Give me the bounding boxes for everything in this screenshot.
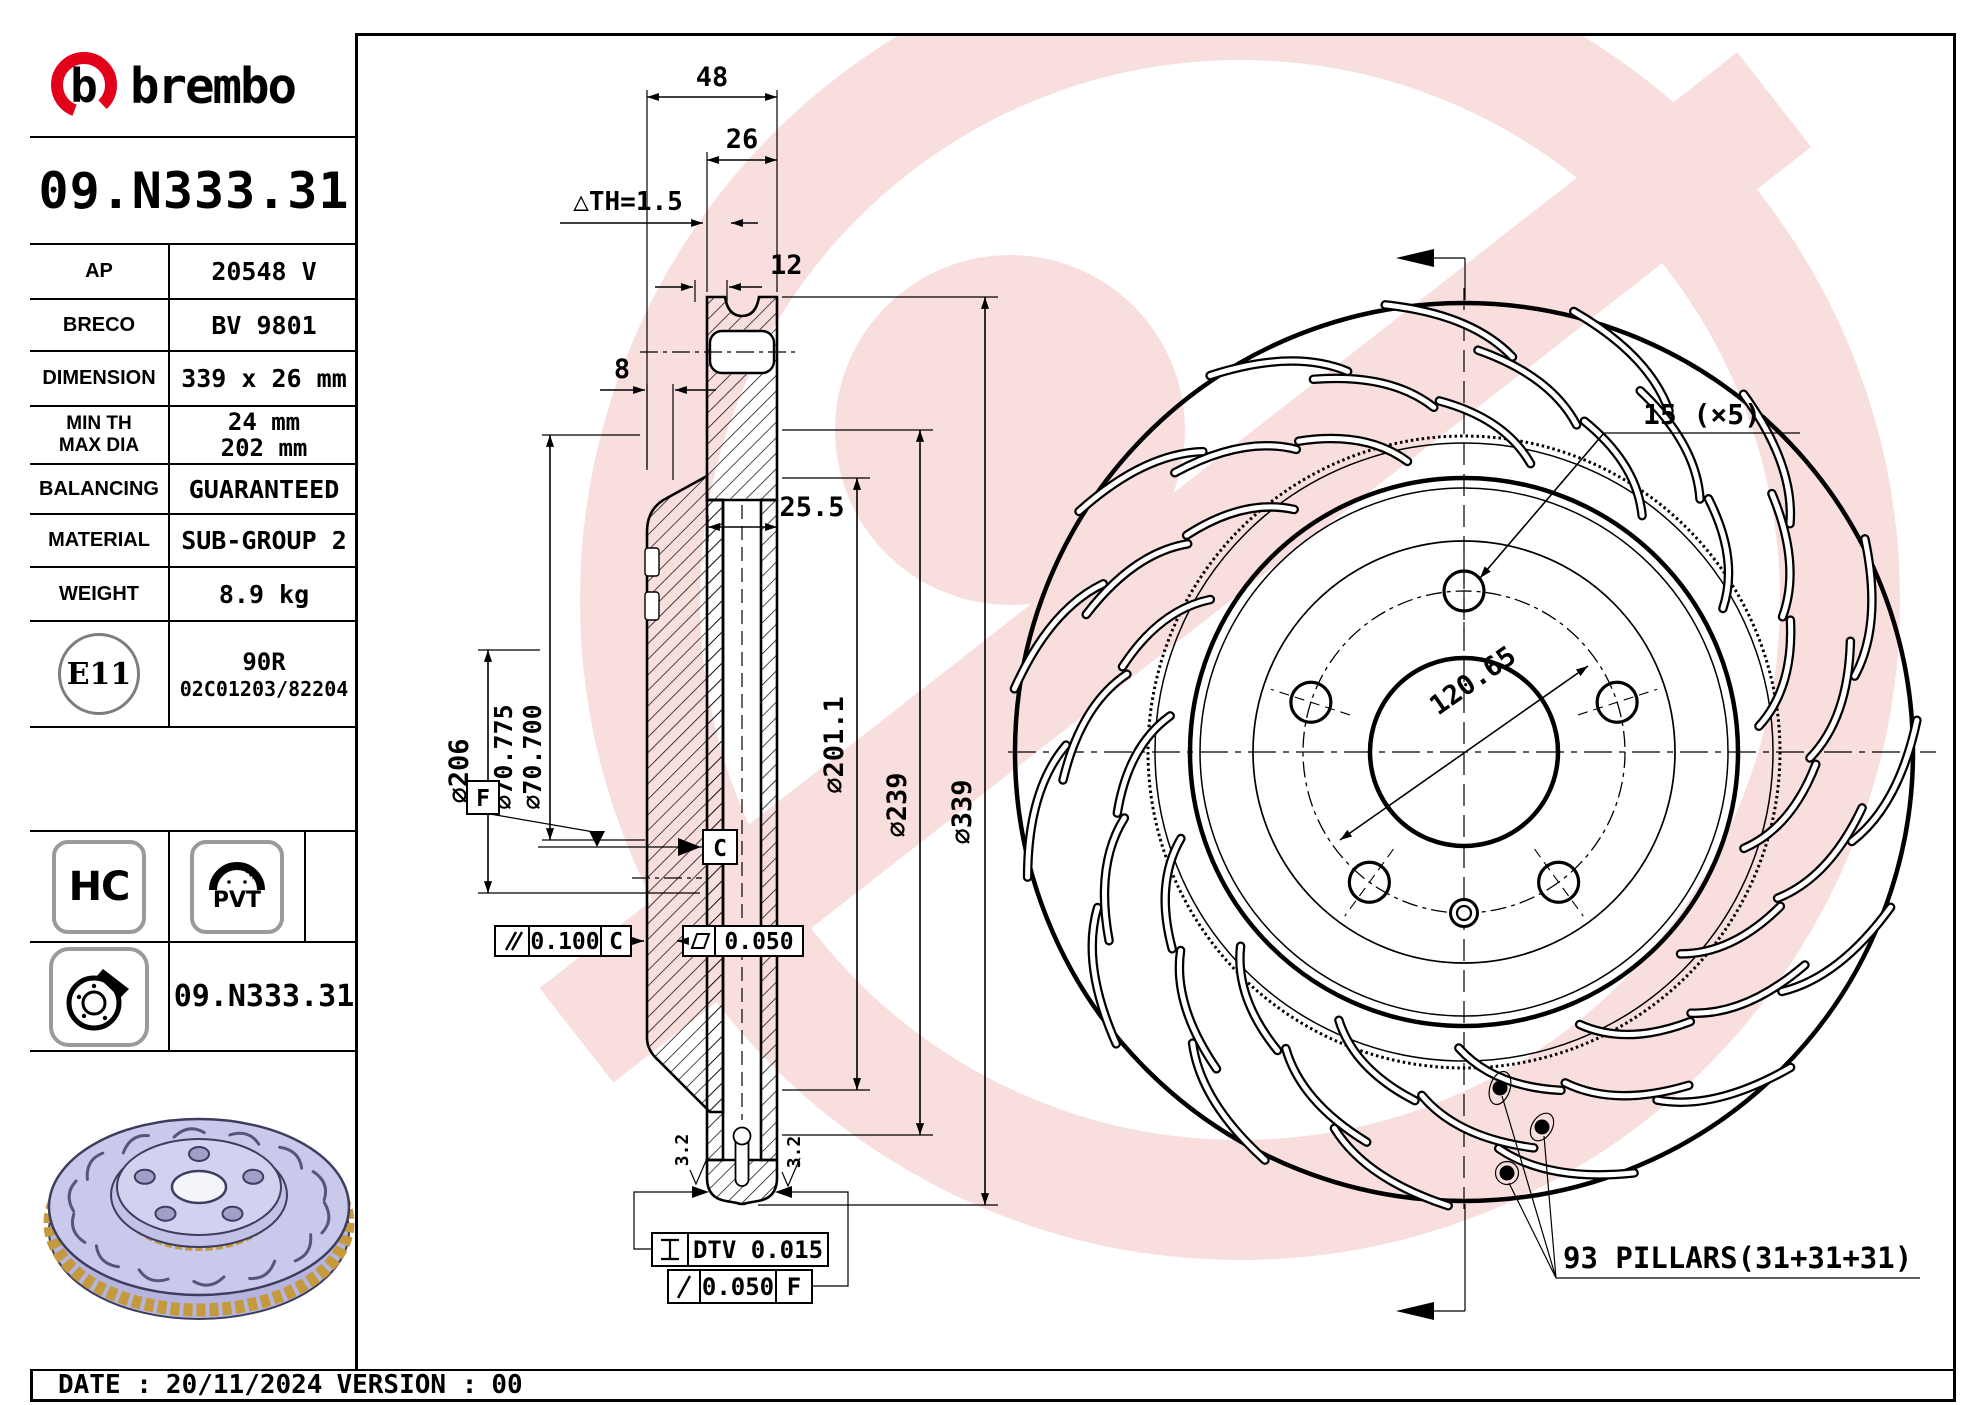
- surface-finish-right: 3.2: [781, 1136, 805, 1188]
- flatness-value: 0.050: [724, 929, 793, 955]
- surface-finish-left: 3.2: [672, 1134, 709, 1186]
- dim-dia339: ∅339: [947, 779, 978, 844]
- rotation-arrow-bottom: [1396, 1204, 1466, 1320]
- homologation-line1: 90R: [242, 647, 286, 676]
- row-balancing-label: BALANCING: [39, 477, 159, 500]
- svg-text:b: b: [70, 59, 98, 113]
- row-balancing-value: GUARANTEED: [188, 474, 340, 504]
- brand-header: b brembo: [30, 33, 358, 138]
- hc-badge-icon: HC: [52, 839, 146, 934]
- datum-f-label: F: [476, 786, 490, 812]
- surface-left-value: 3.2: [672, 1134, 693, 1167]
- row-maxdia-value: 202 mm: [220, 434, 308, 462]
- bolt-hole-label: 15 (×5): [1643, 398, 1761, 431]
- dtv-icon: [661, 1238, 679, 1261]
- datum-c-label: C: [713, 836, 727, 862]
- flatness-icon: [690, 933, 711, 949]
- row-footer-part: 09.N333.31: [30, 943, 358, 1052]
- row-breco-value: BV 9801: [211, 310, 317, 340]
- dim-26: 26: [726, 124, 759, 155]
- section-hat-flange: [705, 295, 779, 502]
- e11-mark: E11: [66, 656, 132, 692]
- row-breco-label: BRECO: [62, 313, 136, 336]
- info-panel: b brembo 09.N333.31 AP 20548 V BRECO BV …: [30, 33, 358, 1369]
- date-value: 20/11/2024: [165, 1370, 323, 1400]
- date-label: DATE :: [58, 1370, 152, 1400]
- row-dimension: DIMENSION 339 x 26 mm: [30, 352, 358, 407]
- dim-dia201: ∅201.1: [819, 696, 850, 794]
- rotation-arrow-top: [1396, 249, 1466, 300]
- parallelism-icon: [504, 931, 524, 951]
- dtv-runout-callout: DTV 0.015 0.050 F: [633, 1186, 849, 1304]
- pillars-label: 93 PILLARS(31+31+31): [1563, 1241, 1912, 1275]
- row-material-label: MATERIAL: [48, 529, 150, 551]
- row-ap-label: AP: [85, 260, 113, 282]
- pvt-disc-glyph: [209, 862, 265, 890]
- dtv-value: DTV 0.015: [693, 1236, 823, 1264]
- dim-dia239: ∅239: [882, 772, 913, 837]
- hc-badge-label: HC: [68, 863, 131, 910]
- version-label: VERSION :: [336, 1370, 478, 1400]
- row-dimension-label: DIMENSION: [42, 367, 156, 389]
- runout-ref: F: [787, 1273, 801, 1301]
- row-minmax: MIN TH MAX DIA 24 mm 202 mm: [30, 407, 358, 465]
- disc-3d-render: [43, 1117, 355, 1320]
- runout-value: 0.050: [702, 1273, 774, 1301]
- row-dimension-value: 339 x 26 mm: [181, 364, 347, 393]
- pcd-label: 120.65: [1424, 640, 1522, 721]
- row-maxdia-label: MAX DIA: [58, 435, 140, 456]
- cross-section-view: 48 26 △TH=1.5 12 8 25.5 ∅206: [444, 62, 998, 1304]
- part-number-secondary: 09.N333.31: [173, 979, 355, 1014]
- parallelism-value: 0.100: [530, 929, 599, 955]
- technical-drawing: 48 26 △TH=1.5 12 8 25.5 ∅206: [444, 33, 1936, 1320]
- dim-8: 8: [614, 354, 630, 385]
- dim-12: 12: [770, 250, 803, 281]
- parallelism-ref: C: [609, 929, 623, 955]
- flatness-callout: 0.050: [677, 925, 804, 957]
- row-ap: AP 20548 V: [30, 245, 358, 300]
- e11-mark-icon: E11: [58, 633, 140, 715]
- row-weight: WEIGHT 8.9 kg: [30, 568, 358, 622]
- brembo-logo-icon: b: [51, 51, 117, 118]
- pillars-callout: 93 PILLARS(31+31+31): [1488, 1070, 1920, 1279]
- render-3d-box: [30, 1052, 358, 1369]
- brand-wordmark: brembo: [130, 58, 296, 115]
- front-view: 15 (×5) 120.65 93 PILLARS(31+31+31): [1008, 249, 1936, 1320]
- homologation-line2: 02C01203/82204: [179, 676, 349, 701]
- row-minth-value: 24 mm: [227, 407, 301, 436]
- pvt-badge-label: PVT: [212, 888, 262, 913]
- row-weight-value: 8.9 kg: [218, 579, 310, 609]
- hat-outer-circle: [1187, 475, 1741, 1029]
- part-number-box: 09.N333.31: [30, 138, 358, 245]
- dim-25-5: 25.5: [779, 492, 844, 523]
- parallelism-callout: 0.100 C: [494, 925, 644, 957]
- brembo-logo: b brembo: [51, 51, 298, 118]
- dim-bore-min: ∅70.700: [518, 704, 547, 809]
- footer-bar: DATE : 20/11/2024 VERSION : 00: [30, 1369, 1956, 1402]
- row-breco: BRECO BV 9801: [30, 300, 358, 352]
- row-badges: HC PVT: [30, 832, 358, 943]
- part-number: 09.N333.31: [38, 161, 350, 220]
- bolt-hole-callout: 15 (×5): [1479, 398, 1800, 579]
- row-homologation: E11 90R 02C01203/82204: [30, 622, 358, 728]
- row-ap-value: 20548 V: [211, 257, 317, 286]
- disc-caliper-icon: [49, 946, 149, 1047]
- version-value: 00: [491, 1370, 523, 1400]
- section-inboard-plate: [759, 498, 779, 1162]
- dim-48: 48: [696, 62, 729, 93]
- runout-icon: [676, 1275, 692, 1299]
- pvt-badge-icon: PVT: [190, 839, 284, 934]
- surface-right-value: 3.2: [784, 1136, 805, 1169]
- row-weight-label: WEIGHT: [59, 582, 139, 605]
- row-material: MATERIAL SUB-GROUP 2: [30, 515, 358, 568]
- row-balancing: BALANCING GUARANTEED: [30, 465, 358, 515]
- row-minth-label: MIN TH: [66, 413, 132, 435]
- row-empty: [30, 728, 358, 832]
- bolt-holes: [1270, 549, 1658, 917]
- row-material-value: SUB-GROUP 2: [181, 526, 347, 555]
- dim-th: △TH=1.5: [573, 187, 683, 217]
- disc-slots: [1009, 300, 1922, 1211]
